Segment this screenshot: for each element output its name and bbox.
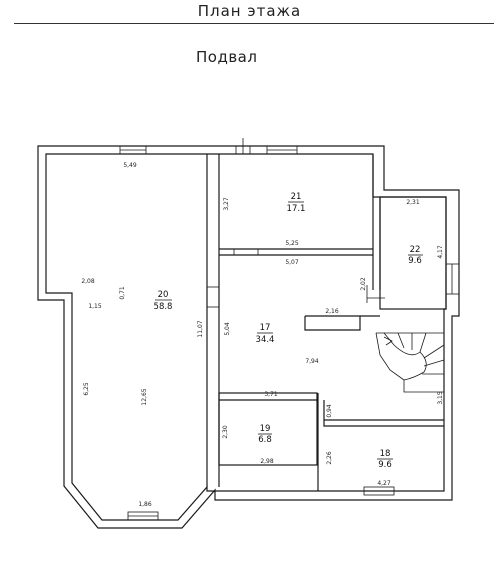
- room-19-number: 19: [260, 424, 271, 434]
- stair-arrow: [383, 336, 393, 346]
- dim-label: 2,26: [326, 451, 333, 465]
- dim-label: 2,31: [406, 199, 420, 206]
- stair-tread-5: [423, 344, 445, 359]
- room-19-area: 6.8: [258, 435, 272, 445]
- dim-label: 1,15: [88, 303, 102, 310]
- dim-label: 3,71: [264, 391, 278, 398]
- page-title: План этажа: [197, 2, 302, 20]
- stair-tread-6: [423, 359, 445, 367]
- room-17-area: 34.4: [256, 335, 275, 345]
- stair-inner-curve: [393, 344, 427, 381]
- room-21-number: 21: [291, 192, 302, 202]
- room-20-number: 20: [158, 290, 169, 300]
- dim-label: 2,08: [81, 278, 95, 285]
- dim-label: 3,27: [223, 197, 230, 211]
- wall-17-step: [304, 315, 361, 331]
- dim-label: 2,30: [222, 425, 229, 439]
- dim-label: 5,07: [285, 259, 299, 266]
- room-19-wall: [218, 392, 318, 466]
- room-18-area: 9.6: [378, 460, 392, 470]
- dim-label: 2,16: [325, 308, 339, 315]
- stair-tread-4: [419, 332, 427, 353]
- title-underline: [14, 23, 494, 24]
- exterior-wall-outer: [37, 145, 460, 529]
- opening-20-east: [206, 286, 220, 308]
- dim-label: 3,15: [437, 391, 444, 405]
- dim-label: 0,94: [326, 404, 333, 418]
- dim-label: 1,86: [138, 501, 152, 508]
- dim-label: 6,25: [83, 382, 90, 396]
- dim-label: 2,98: [260, 458, 274, 465]
- room-18-wall: [323, 400, 444, 427]
- dim-label: 7,94: [305, 358, 319, 365]
- dim-label: 12,65: [141, 388, 148, 405]
- room-22-area: 9.6: [408, 256, 422, 266]
- room-17-number: 17: [260, 323, 271, 333]
- dim-label: 4,17: [437, 245, 444, 259]
- stair-tread-1: [383, 332, 395, 346]
- dim-label: 0,71: [119, 286, 126, 300]
- dim-label: 4,27: [377, 480, 391, 487]
- room-21-area: 17.1: [287, 204, 306, 214]
- room-22-wall: [379, 196, 447, 310]
- dim-label: 11,07: [197, 320, 204, 337]
- room-20-area: 58.8: [154, 302, 173, 312]
- dim-label: 5,04: [224, 322, 231, 336]
- dim-label: 2,02: [360, 277, 367, 291]
- room-18-number: 18: [380, 449, 391, 459]
- dim-label: 5,25: [285, 240, 299, 247]
- stair-tread-2: [397, 332, 405, 349]
- window-east-22: [445, 263, 460, 295]
- dim-label: 5,49: [123, 162, 137, 169]
- floor-name: Подвал: [196, 48, 258, 66]
- stairs-outline: [375, 332, 445, 393]
- room-22-number: 22: [410, 245, 421, 255]
